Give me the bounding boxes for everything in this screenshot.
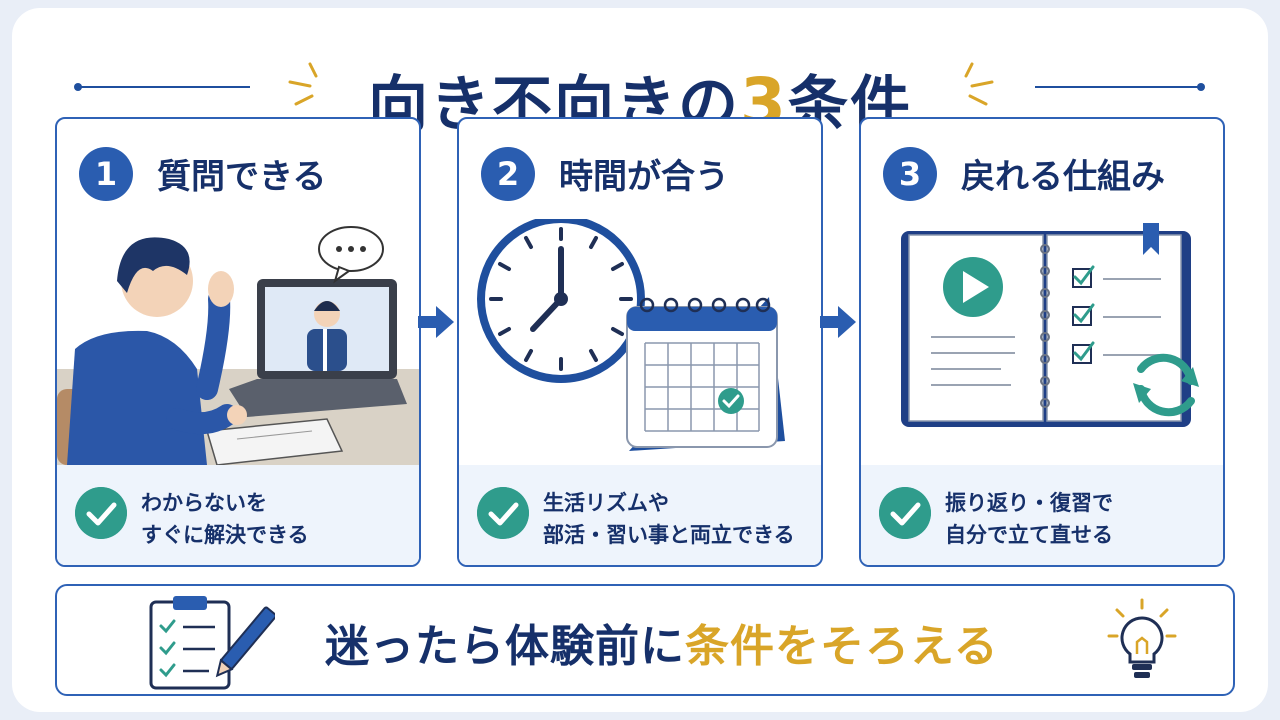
card-title: 質問できる [157,157,327,197]
arrow-right-icon [820,306,856,338]
lightbulb-icon [1107,598,1177,678]
sparkle-right-icon [964,62,994,106]
card-description-line-1: わからないを [141,491,267,515]
card-description: 振り返り・復習で 自分で立て直せる [945,487,1113,551]
card-footer: わからないを すぐに解決できる [57,465,419,565]
check-circle-icon [879,487,931,539]
card-number-badge: 1 [79,147,133,201]
condition-card-3: 3 戻れる仕組み [859,117,1225,567]
title-line-dot-right [1197,83,1205,91]
online-lesson-illustration [57,219,419,465]
conclusion-banner: 迷ったら体験前に条件をそろえる [55,584,1235,696]
card-title: 時間が合う [559,157,729,197]
condition-card-1: 1 質問できる わ [55,117,421,567]
sparkle-left-icon [288,62,318,106]
card-description: 生活リズムや 部活・習い事と両立できる [543,487,795,551]
review-notebook-illustration [901,223,1199,427]
card-description-line-2: 自分で立て直せる [945,523,1113,547]
card-footer: 生活リズムや 部活・習い事と両立できる [459,465,821,565]
card-number-badge: 3 [883,147,937,201]
card-description-line-1: 生活リズムや [543,491,669,515]
card-number-badge: 2 [481,147,535,201]
card-footer: 振り返り・復習で 自分で立て直せる [861,465,1223,565]
conclusion-emphasis: 条件をそろえる [685,621,999,672]
conclusion-text: 迷ったら体験前に条件をそろえる [325,610,999,674]
title-line-right [1035,86,1201,88]
condition-card-2: 2 時間が合う [457,117,823,567]
check-circle-icon [477,487,529,539]
clock-calendar-illustration [477,219,785,451]
card-title: 戻れる仕組み [961,157,1165,197]
checklist-clipboard-icon [149,596,275,690]
card-header: 2 時間が合う [459,119,821,219]
card-header: 1 質問できる [57,119,419,219]
card-description-line-2: すぐに解決できる [141,523,309,547]
card-description: わからないを すぐに解決できる [141,487,309,551]
conclusion-lead: 迷ったら体験前に [325,621,685,672]
title-line-left [78,86,250,88]
card-header: 3 戻れる仕組み [861,119,1223,219]
check-circle-icon [75,487,127,539]
card-description-line-2: 部活・習い事と両立できる [543,523,795,547]
arrow-right-icon [418,306,454,338]
card-description-line-1: 振り返り・復習で [945,491,1113,515]
title-row: 向き不向きの3条件 [0,26,1280,141]
